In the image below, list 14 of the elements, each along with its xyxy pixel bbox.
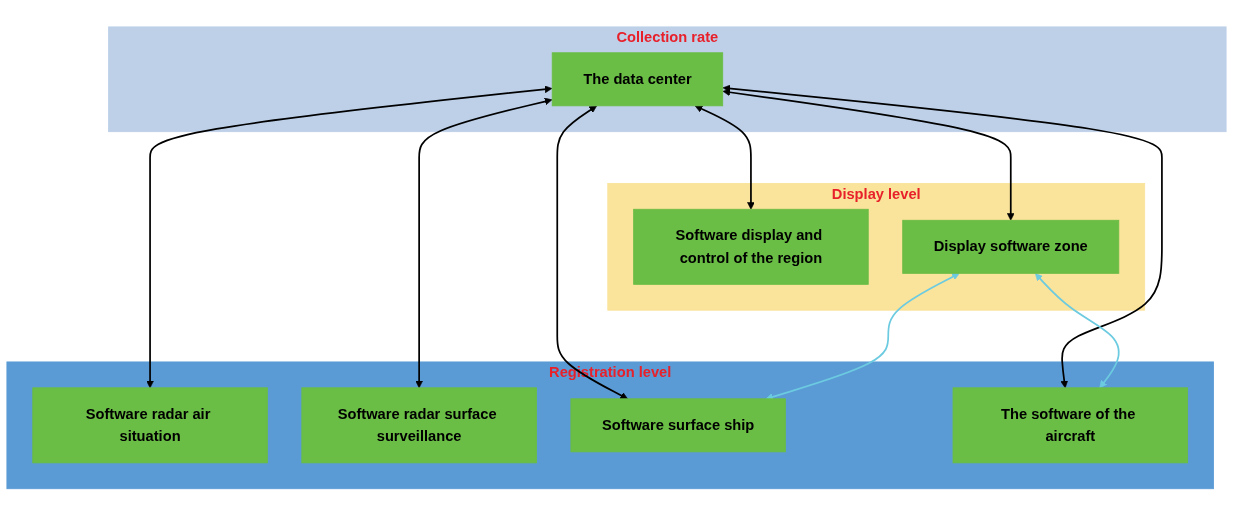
arrow [722, 84, 1163, 389]
node-box: Display software zone [902, 220, 1120, 274]
arrow [415, 97, 553, 389]
arrow [556, 105, 628, 400]
node-box: The data center [551, 52, 724, 107]
node-box: The software of the aircraft [952, 387, 1189, 464]
node-box: Software radar air situation [32, 387, 268, 464]
arrow [694, 105, 755, 210]
node-box: Software display and control of the region [633, 209, 869, 285]
arrow [146, 85, 553, 389]
arrow [722, 88, 1015, 221]
arrow [1035, 273, 1120, 389]
node-box: Software radar surface surveillance [301, 387, 537, 464]
node-box: Software surface ship [570, 398, 786, 453]
